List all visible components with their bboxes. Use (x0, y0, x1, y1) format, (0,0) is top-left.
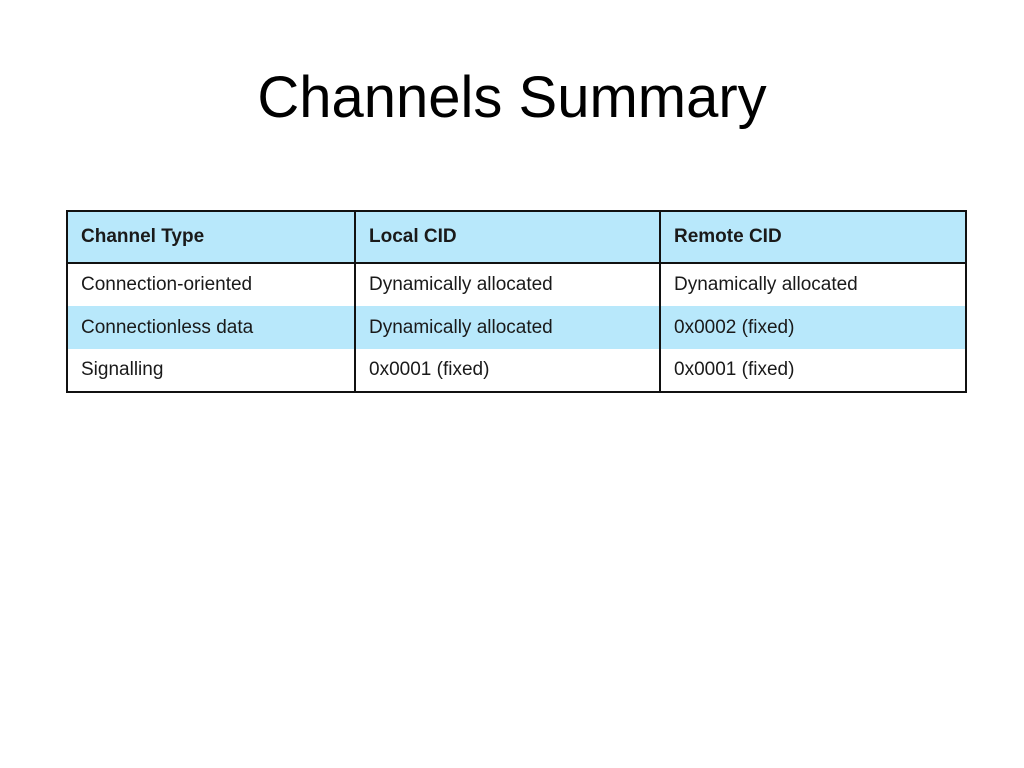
cell-channel-type: Signalling (66, 349, 356, 393)
slide-title: Channels Summary (257, 65, 767, 130)
cell-remote-cid: 0x0001 (fixed) (659, 349, 967, 393)
header-local-cid: Local CID (354, 210, 661, 264)
table-header-row: Channel Type Local CID Remote CID (66, 210, 967, 264)
header-remote-cid: Remote CID (659, 210, 967, 264)
cell-local-cid: Dynamically allocated (354, 306, 661, 349)
channels-table-container: Channel Type Local CID Remote CID Connec… (66, 210, 967, 393)
table-row: Connection-oriented Dynamically allocate… (66, 263, 967, 306)
cell-remote-cid: Dynamically allocated (659, 263, 967, 306)
header-channel-type: Channel Type (66, 210, 356, 264)
cell-local-cid: 0x0001 (fixed) (354, 349, 661, 393)
channels-summary-table: Channel Type Local CID Remote CID Connec… (66, 210, 967, 393)
cell-local-cid: Dynamically allocated (354, 263, 661, 306)
table-row: Signalling 0x0001 (fixed) 0x0001 (fixed) (66, 349, 967, 393)
cell-channel-type: Connection-oriented (66, 263, 356, 306)
cell-channel-type: Connectionless data (66, 306, 356, 349)
table-row: Connectionless data Dynamically allocate… (66, 306, 967, 349)
cell-remote-cid: 0x0002 (fixed) (659, 306, 967, 349)
